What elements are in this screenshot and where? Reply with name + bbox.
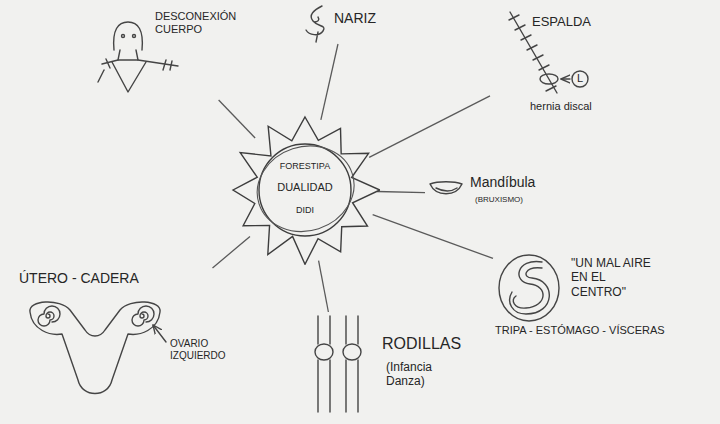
uterus-outline	[30, 302, 160, 394]
arm-line	[98, 70, 104, 82]
node-text: hernia discal	[530, 100, 592, 113]
connector-line	[369, 96, 490, 158]
connector-line	[373, 215, 493, 259]
node-text: Mandíbula	[470, 174, 535, 191]
leg-lines	[346, 316, 358, 412]
gut-coil	[513, 262, 543, 309]
connector-line	[377, 192, 425, 193]
topic-label: DESCONEXIÓN CUERPO	[100, 8, 249, 100]
eye-dot	[133, 35, 136, 38]
topic-label: NARIZ	[300, 4, 385, 44]
node-text: NARIZ	[334, 10, 376, 27]
pointer-arrow	[153, 325, 166, 342]
connector-line	[213, 236, 250, 268]
gut-sketch	[499, 255, 559, 321]
pointer-arrow	[561, 78, 570, 79]
gut-coil	[510, 268, 550, 314]
topic-label: ESPALDA Lhernia discal	[490, 8, 615, 120]
torso-lines	[112, 62, 146, 92]
eye-dot	[122, 35, 125, 38]
leg-lines	[318, 316, 330, 412]
node-text: RODILLAS	[382, 334, 461, 353]
node-text: DUALIDAD	[230, 181, 380, 194]
uterus-sketch	[30, 302, 166, 394]
kneecap	[343, 344, 361, 360]
central-star: FORESTIPA DUALIDAD DIDI	[230, 115, 380, 265]
node-text: FORESTIPA	[230, 161, 380, 172]
connector-line	[219, 100, 256, 138]
head-outline	[114, 22, 143, 50]
nose-sketch	[306, 6, 324, 42]
knees-sketch	[315, 316, 361, 412]
topic-label: RODILLAS (Infancia Danza)	[300, 312, 482, 418]
node-text: ESPALDA	[532, 14, 591, 30]
node-text: L	[574, 72, 586, 85]
topic-label: ÚTERO - CADERA OVARIO IZQUIERDO	[15, 268, 244, 408]
node-text: TRIPA - ESTÓMAGO - VÍSCERAS	[495, 324, 665, 337]
connector-line	[319, 261, 329, 312]
disc-ellipse	[540, 74, 558, 84]
connector-line	[321, 44, 338, 120]
node-text: (Infancia Danza)	[386, 360, 458, 389]
ovary-spiral	[132, 306, 154, 326]
node-text: "UN MAL AIRE EN EL CENTRO"	[571, 256, 663, 299]
kneecap	[315, 344, 333, 360]
lumbar-circle	[572, 71, 588, 87]
node-text: DESCONEXIÓN CUERPO	[155, 10, 245, 36]
node-text: ÚTERO - CADERA	[19, 270, 139, 287]
topic-label: "UN MAL AIRE EN EL CENTRO" TRIPA - ESTÓMA…	[493, 252, 705, 342]
topic-label: Mandíbula (BRUXISMO)	[425, 172, 565, 216]
node-text: (BRUXISMO)	[475, 195, 523, 205]
mouth-sketch	[430, 182, 462, 194]
node-text: DIDI	[230, 205, 380, 216]
gut-oval	[499, 255, 559, 321]
ovary-spiral	[38, 306, 60, 326]
node-text: OVARIO IZQUIERDO	[170, 338, 240, 362]
neck-lines	[118, 50, 138, 60]
